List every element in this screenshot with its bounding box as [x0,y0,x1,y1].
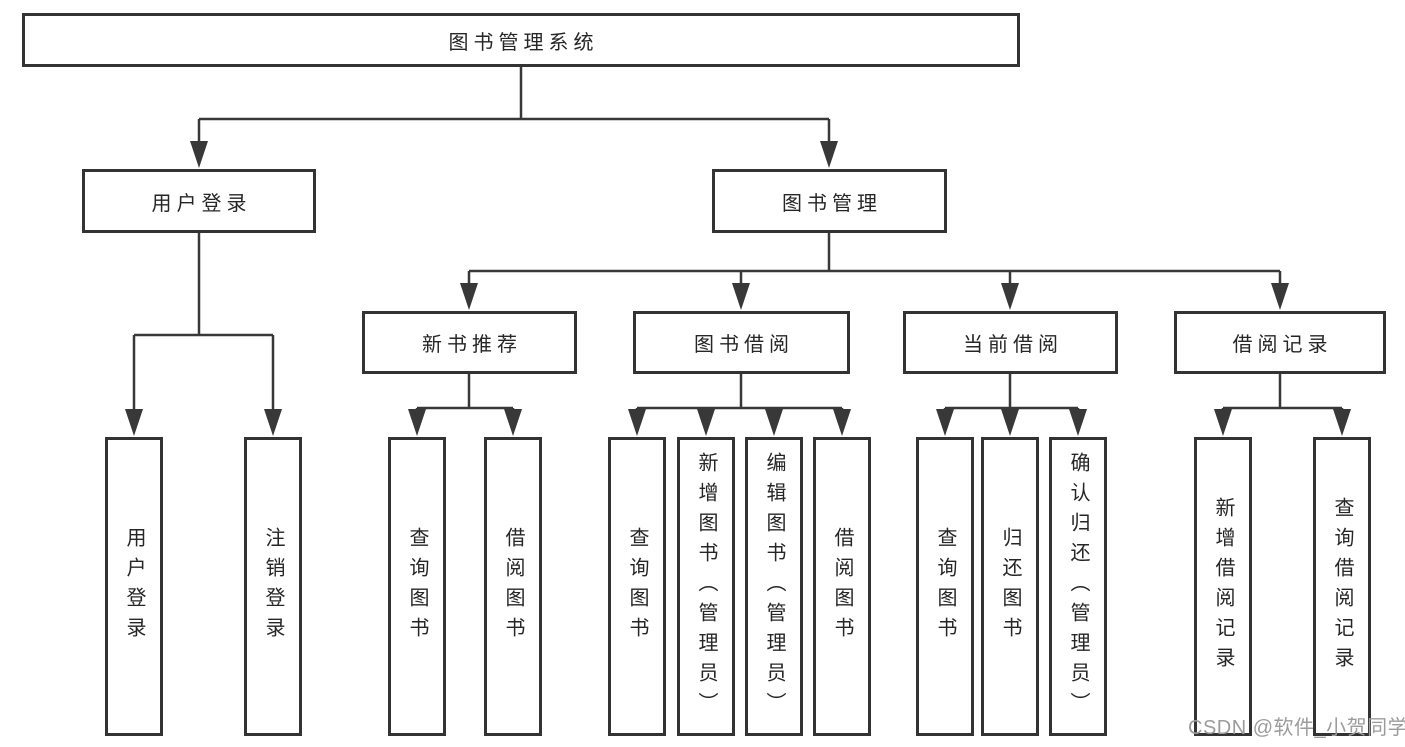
leaf-query-books-current: 查询图书 [916,437,974,736]
leaf-add-borrow-record-label: 新增借阅记录 [1212,496,1234,677]
node-borrowing-records: 借阅记录 [1174,311,1386,374]
node-book-management: 图书管理 [712,169,947,233]
leaf-return-books-label: 归还图书 [999,526,1021,647]
node-current-borrowing-label: 当前借阅 [963,334,1063,356]
leaf-edit-books-admin-label: 编辑图书（管理员） [763,451,785,722]
leaf-borrow-books-label: 借阅图书 [831,526,853,647]
node-library-system: 图书管理系统 [22,13,1020,67]
node-library-system-label: 图书管理系统 [448,31,599,54]
leaf-confirm-return-admin: 确认归还（管理员） [1049,437,1107,736]
leaf-user-login-label: 用户登录 [123,526,145,647]
leaf-logout: 注销登录 [244,437,302,736]
leaf-query-books-recommend-label: 查询图书 [406,526,428,647]
leaf-edit-books-admin: 编辑图书（管理员） [745,437,803,736]
leaf-borrow-books-recommend-label: 借阅图书 [502,526,524,647]
leaf-query-borrow-record: 查询借阅记录 [1313,437,1371,736]
node-user-login-module-label: 用户登录 [151,192,252,215]
leaf-query-borrow-record-label: 查询借阅记录 [1331,496,1353,677]
node-borrowing-records-label: 借阅记录 [1232,334,1333,356]
leaf-add-books-admin-label: 新增图书（管理员） [695,451,717,722]
leaf-query-books-borrowing: 查询图书 [608,437,666,736]
leaf-borrow-books-recommend: 借阅图书 [484,437,542,736]
arrowhead-icons [125,141,1351,436]
leaf-return-books: 归还图书 [981,437,1039,736]
leaf-logout-label: 注销登录 [262,526,284,647]
node-new-book-recommend: 新书推荐 [362,311,577,374]
node-book-borrowing: 图书借阅 [633,311,850,374]
node-book-borrowing-label: 图书借阅 [694,334,794,356]
node-current-borrowing: 当前借阅 [903,311,1118,374]
leaf-user-login: 用户登录 [105,437,163,736]
node-new-book-recommend-label: 新书推荐 [422,334,522,356]
node-user-login-module: 用户登录 [82,169,316,233]
leaf-add-books-admin: 新增图书（管理员） [677,437,735,736]
node-book-management-label: 图书管理 [782,192,882,215]
leaf-add-borrow-record: 新增借阅记录 [1194,437,1252,736]
leaf-confirm-return-admin-label: 确认归还（管理员） [1067,451,1089,722]
leaf-query-books-current-label: 查询图书 [934,526,956,647]
leaf-query-books-recommend: 查询图书 [388,437,446,736]
leaf-borrow-books: 借阅图书 [813,437,871,736]
watermark: CSDN @软件_小贺同学 [1188,717,1405,739]
leaf-query-books-borrowing-label: 查询图书 [626,526,648,647]
